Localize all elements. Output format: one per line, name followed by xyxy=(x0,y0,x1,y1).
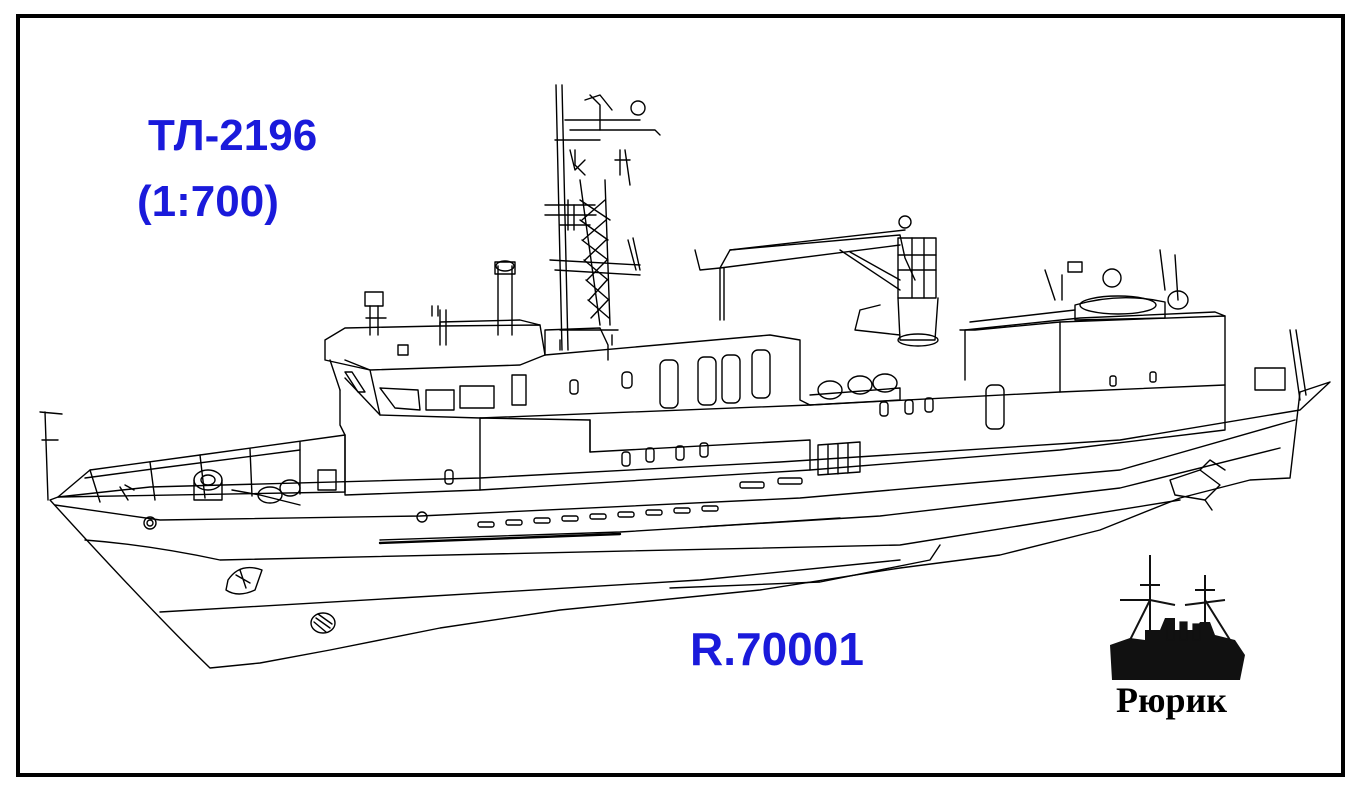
model-scale: (1:700) xyxy=(137,177,279,226)
radar-box xyxy=(364,291,384,307)
model-name: ТЛ-2196 xyxy=(148,111,318,160)
main-mast xyxy=(544,84,661,351)
bow-thruster xyxy=(310,612,336,634)
windlass xyxy=(119,469,337,506)
superstructure-doors xyxy=(444,349,1157,485)
hull-portholes xyxy=(477,477,803,528)
superstructure-upper xyxy=(339,389,346,436)
deck-crane xyxy=(694,215,939,347)
aft-deckhouse xyxy=(964,309,1226,393)
superstructure-vent xyxy=(817,441,861,476)
anchor-pocket xyxy=(225,566,263,595)
midship-winches xyxy=(809,373,901,406)
propeller-shaft xyxy=(1169,469,1221,501)
hull-rubbing-strake xyxy=(379,447,1281,541)
jackstaff xyxy=(39,411,63,501)
product-code: R.70001 xyxy=(690,623,864,675)
hull-outline xyxy=(49,381,1331,669)
picture-frame xyxy=(16,14,1345,777)
superstructure-lower xyxy=(344,315,1226,496)
hull-chine-line xyxy=(159,559,901,613)
exhaust-pipe xyxy=(497,265,513,336)
hull-knuckle-line xyxy=(84,499,1181,561)
brand-name: Рюрик xyxy=(1116,680,1228,720)
bridge-windows xyxy=(344,371,527,411)
hull-sheer-line xyxy=(54,419,1296,521)
